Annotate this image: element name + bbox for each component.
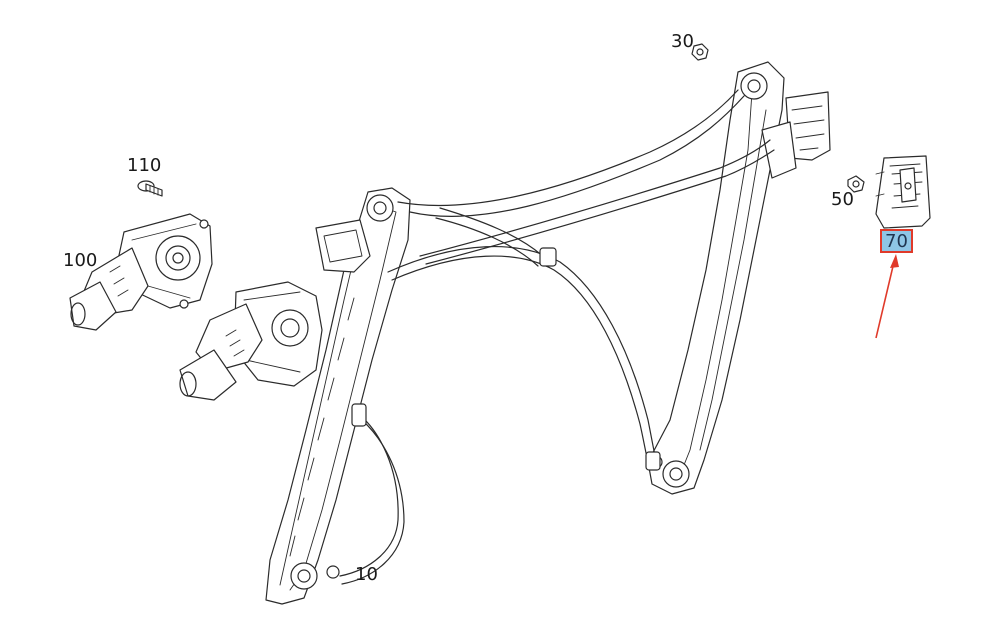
callout-arrow [875, 254, 899, 339]
part-label-10: 10 [355, 564, 378, 585]
part-label-100: 100 [63, 250, 98, 271]
part-label-50: 50 [831, 189, 854, 210]
window-motor-icon [69, 213, 213, 331]
window-regulator-icon [265, 61, 831, 605]
window-motor-icon [179, 281, 323, 401]
part-label-30: 30 [671, 31, 694, 52]
nut-icon [847, 175, 865, 193]
part-label-70-highlighted[interactable]: 70 [880, 229, 913, 253]
part-label-110: 110 [127, 155, 162, 176]
nut-icon [691, 43, 709, 61]
screw-icon [137, 180, 163, 197]
control-module-icon [875, 155, 931, 229]
